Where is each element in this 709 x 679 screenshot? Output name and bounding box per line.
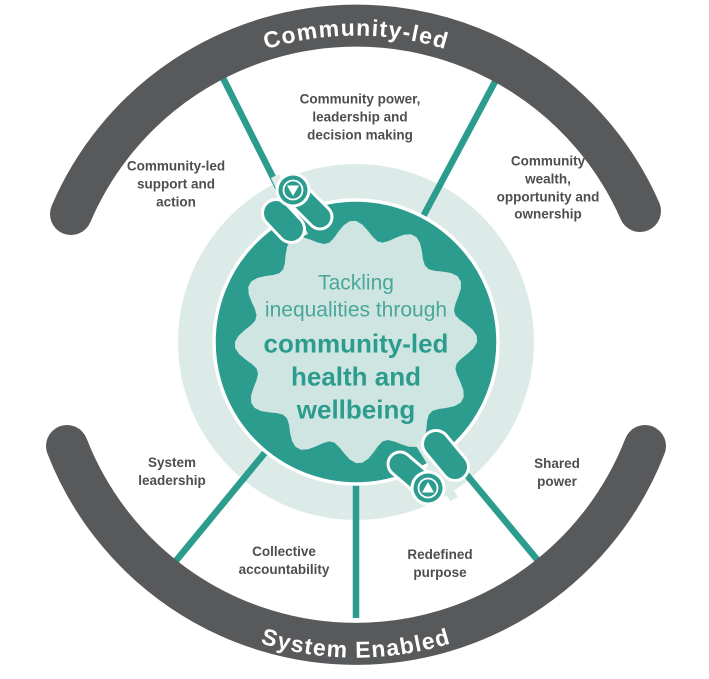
center-subtitle: Tackling inequalities through: [264, 271, 448, 322]
label-redefined-purpose: Redefined purpose: [407, 547, 473, 580]
up-triangle-icon: [422, 482, 434, 493]
center-wavy-shape: [234, 220, 478, 464]
label-system-leadership: System leadership: [138, 455, 206, 488]
cycle-marker-bottom-right: [410, 470, 446, 506]
marker-ring: [417, 477, 439, 499]
center-title: community-led health and wellbeing: [263, 328, 449, 425]
label-community-wealth: Community wealth, opportunity and owners…: [496, 153, 600, 222]
label-community-led-support: Community-led support and action: [126, 158, 226, 209]
marker-ring: [282, 179, 304, 201]
cycle-marker-top-left: [275, 172, 311, 208]
label-collective-accountability: Collective accountability: [238, 544, 330, 577]
label-community-power: Community power, leadership and decision…: [299, 91, 421, 142]
ring-end: [424, 432, 467, 479]
center-text-block: Tackling inequalities through community-…: [251, 270, 461, 427]
outer-arc-bottom: [46, 425, 666, 665]
ring-end: [264, 201, 303, 241]
outer-arc-top: [50, 4, 661, 235]
label-shared-power: Shared power: [534, 456, 580, 489]
down-triangle-icon: [287, 185, 299, 196]
